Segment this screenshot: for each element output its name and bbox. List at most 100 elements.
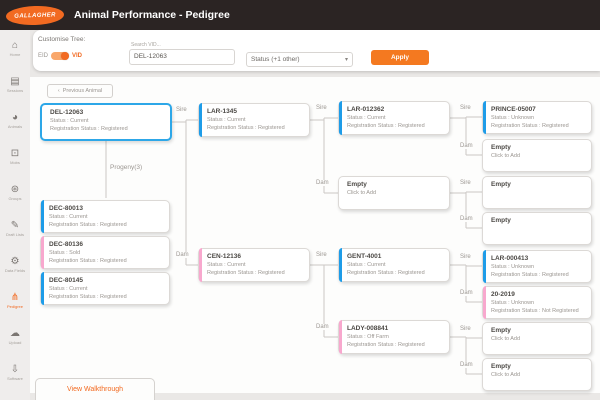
vid-label: VID	[72, 53, 83, 59]
sidebar-item-upload[interactable]: ☁Upload	[0, 318, 30, 354]
eid-vid-toggle[interactable]	[51, 52, 70, 60]
sidebar-item-label: Pedigree	[6, 303, 23, 309]
relation-label: Sire	[175, 107, 196, 113]
sidebar-item-software[interactable]: ⇩Software	[0, 354, 30, 390]
software-icon: ⇩	[10, 363, 20, 375]
sidebar-item-data-fields[interactable]: ⚙Data Fields	[0, 246, 30, 282]
gallagher-logo-text: GALLAGHER	[14, 11, 56, 19]
animal-id: DEC-80013	[49, 205, 83, 212]
groups-icon: ⊛	[10, 183, 20, 195]
animal-id: Empty	[491, 363, 511, 370]
previous-animal-label: Previous Animal	[62, 88, 103, 94]
animal-id: DEC-80145	[49, 277, 83, 284]
animal-status-line: Status : Unknown	[491, 300, 535, 306]
animal-id: PRINCE-05007	[491, 106, 536, 113]
animal-id: LADY-008841	[347, 325, 389, 332]
data-fields-icon: ⚙	[10, 255, 20, 267]
view-walkthrough-button[interactable]: View Walkthrough	[35, 378, 155, 400]
empty-animal-card[interactable]: Empty	[482, 176, 592, 209]
status-dropdown-value: Status (+1 other)	[251, 56, 300, 63]
sidebar-item-draft-lists[interactable]: ✎Draft Lists	[0, 210, 30, 246]
male-indicator-bar	[41, 200, 44, 233]
animal-status-line: Registration Status : Registered	[491, 123, 569, 129]
animal-status-line: Click to Add	[491, 336, 521, 342]
animal-status-line: Status : Current	[50, 118, 89, 124]
relation-label: Dam	[459, 362, 480, 368]
animal-id: LAR-1345	[207, 108, 237, 115]
sidebar-item-label: Upload	[8, 339, 22, 345]
relation-label: Dam	[459, 290, 480, 296]
filter-bar: Customise Tree: EID VID Search VID... DE…	[33, 30, 600, 71]
sidebar-item-mobs[interactable]: ⊡Mobs	[0, 138, 30, 174]
sidebar: ⌂Home▤Sessions◕Animals⊡Mobs⊛Groups✎Draft…	[0, 30, 30, 400]
search-vid-floating-label: Search VID...	[131, 42, 161, 48]
sidebar-item-animals[interactable]: ◕Animals	[0, 102, 30, 138]
sidebar-item-home[interactable]: ⌂Home	[0, 30, 30, 66]
animal-status-line: Registration Status : Registered	[347, 123, 425, 129]
animals-icon: ◕	[11, 111, 19, 123]
apply-button[interactable]: Apply	[371, 50, 429, 65]
male-indicator-bar	[199, 103, 202, 137]
animal-status-line: Status : Unknown	[491, 264, 535, 270]
male-indicator-bar	[483, 250, 486, 283]
animal-status-line: Status : Unknown	[491, 115, 535, 121]
sidebar-item-label: Groups	[8, 195, 22, 201]
eid-label: EID	[38, 53, 49, 59]
mobs-icon: ⊡	[10, 147, 20, 159]
animal-id: Empty	[347, 181, 367, 188]
sidebar-item-groups[interactable]: ⊛Groups	[0, 174, 30, 210]
animal-id: Empty	[491, 217, 511, 224]
female-indicator-bar	[41, 236, 44, 269]
male-indicator-bar	[483, 101, 486, 134]
search-vid-input[interactable]: DEL-12063	[129, 49, 235, 65]
animal-id: GENT-4001	[347, 253, 382, 260]
animal-status-line: Registration Status : Registered	[207, 270, 285, 276]
draft-lists-icon: ✎	[10, 219, 20, 231]
chevron-left-icon: ‹	[57, 88, 60, 94]
animal-status-line: Registration Status : Registered	[50, 126, 128, 132]
male-indicator-bar	[339, 101, 342, 135]
animal-id: LAR-000413	[491, 255, 529, 262]
sidebar-item-pedigree[interactable]: ⋔Pedigree	[0, 282, 30, 318]
sidebar-item-label: Software	[7, 375, 23, 381]
animal-status-line: Status : Off Farm	[347, 334, 389, 340]
status-filter-dropdown[interactable]: Status (+1 other) ▾	[246, 52, 353, 67]
animal-status-line: Click to Add	[491, 372, 521, 378]
sidebar-item-sessions[interactable]: ▤Sessions	[0, 66, 30, 102]
female-indicator-bar	[483, 286, 486, 319]
previous-animal-button[interactable]: ‹ Previous Animal	[47, 84, 113, 98]
relation-label: Sire	[459, 180, 480, 186]
animal-status-line: Registration Status : Registered	[347, 270, 425, 276]
sidebar-item-label: Mobs	[10, 159, 20, 165]
sidebar-item-label: Home	[9, 51, 21, 57]
animal-status-line: Click to Add	[347, 190, 377, 196]
relation-label: Dam	[459, 216, 480, 222]
male-indicator-bar	[339, 248, 342, 282]
animal-status-line: Status : Current	[49, 286, 88, 292]
animal-status-line: Registration Status : Registered	[347, 342, 425, 348]
animal-status-line: Registration Status : Registered	[207, 125, 285, 131]
animal-status-line: Registration Status : Registered	[49, 258, 127, 264]
empty-animal-card[interactable]: Empty	[482, 212, 592, 245]
toggle-knob	[61, 52, 70, 60]
animal-id: CEN-12136	[207, 253, 241, 260]
app-header: GALLAGHER Animal Performance - Pedigree	[0, 0, 600, 30]
pedigree-icon: ⋔	[10, 291, 20, 303]
